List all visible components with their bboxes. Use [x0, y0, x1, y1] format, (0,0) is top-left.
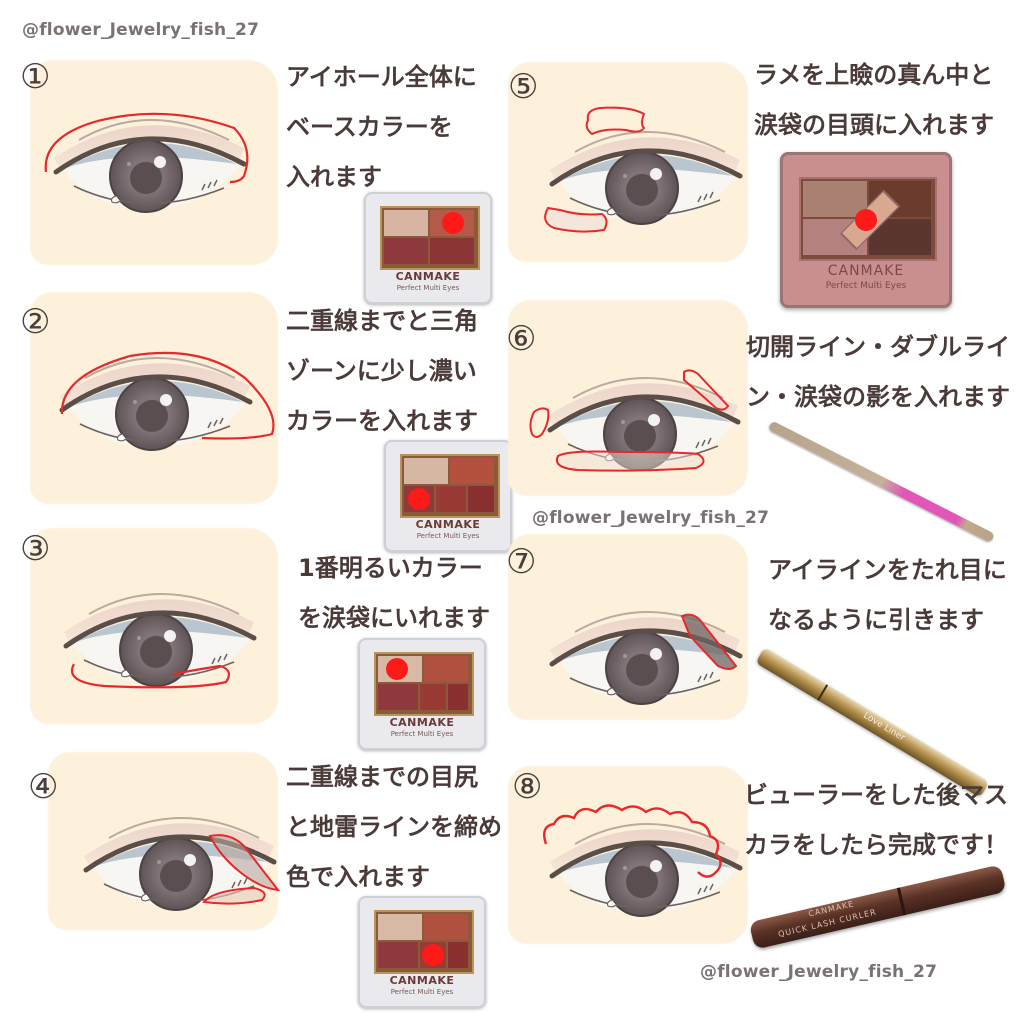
- eyeshadow-palette: CANMAKE Perfect Multi Eyes: [364, 192, 492, 304]
- highlight-outline: [71, 663, 230, 689]
- eye-illustration: [44, 112, 249, 238]
- watermark-top: @flower_Jewelry_fish_27: [22, 20, 260, 40]
- instruction-text: ラメを上瞼の真ん中と 涙袋の目頭に入れます: [754, 61, 994, 139]
- step-number: ⑦: [506, 542, 537, 582]
- instruction-text: 二重線までの目尻 と地雷ラインを締め 色で入れます: [286, 763, 502, 891]
- marker-dot: [442, 212, 464, 234]
- step-number: ⑤: [508, 67, 539, 107]
- eye-illustration: [543, 804, 770, 942]
- eyeshadow-palette: CANMAKE Perfect Multi Eyes: [384, 440, 512, 552]
- step-number: ③: [20, 529, 51, 569]
- instruction-text: ビューラーをした後マス カラをしたら完成です！: [744, 781, 1008, 859]
- highlight-outline: [60, 351, 275, 440]
- step-number: ②: [20, 302, 51, 342]
- highlight-outline: [44, 112, 249, 184]
- lash-outline: [543, 804, 722, 878]
- step-number: ⑧: [512, 767, 543, 807]
- eye-illustration: [44, 552, 284, 712]
- eyeshadow-palette: CANMAKE Perfect Multi Eyes: [358, 896, 486, 1008]
- step-number: ④: [28, 767, 59, 807]
- instruction-text: アイラインをたれ目に なるように引きます: [768, 556, 1007, 634]
- marker-dot: [855, 209, 877, 231]
- marker-dot: [422, 944, 444, 966]
- instruction-text: アイホール全体に ベースカラーを 入れます: [286, 63, 477, 191]
- eye-illustration: [64, 776, 281, 936]
- eyeshadow-palette-pink: CANMAKE Perfect Multi Eyes: [780, 152, 952, 308]
- eyeshadow-palette: CANMAKE Perfect Multi Eyes: [358, 638, 486, 750]
- eye-illustration: [40, 351, 275, 476]
- watermark-middle: @flower_Jewelry_fish_27: [532, 508, 770, 528]
- instruction-text: 二重線までと三角 ゾーンに少し濃い カラーを入れます: [286, 307, 478, 435]
- eyeliner-pencil: [767, 420, 996, 543]
- eye-illustration: [529, 369, 768, 496]
- step-number: ⑥: [506, 319, 537, 359]
- marker-dot: [408, 488, 430, 510]
- step-number: ①: [20, 57, 51, 97]
- eye-illustration: [530, 570, 770, 730]
- instruction-text: 1番明るいカラー を涙袋にいれます: [298, 554, 490, 632]
- marker-dot: [386, 658, 408, 680]
- instruction-text: 切開ライン・ダブルライ ン・涙袋の影を入れます: [746, 333, 1010, 411]
- watermark-bottom: @flower_Jewelry_fish_27: [700, 962, 938, 982]
- eye-illustration: [544, 106, 770, 233]
- mascara-tube: CANMAKE QUICK LASH CURLER: [748, 864, 1007, 950]
